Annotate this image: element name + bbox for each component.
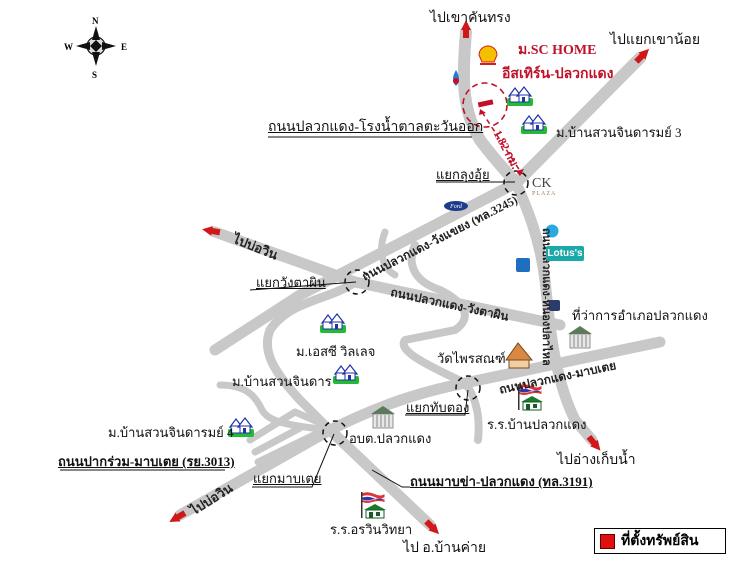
dest-yaek-khao-noi: ไปแยกเขาน้อย [610, 33, 701, 48]
ford-logo-icon [444, 201, 468, 211]
bangkok-bank-icon [549, 300, 560, 311]
landmark-amphoe-office: ที่ว่าการอำเภอปลวกแดง [572, 308, 708, 323]
map-legend: ที่ตั้งทรัพย์สิน [594, 528, 726, 554]
junction-thapthong: แยกทับตอง [406, 400, 470, 415]
project-name: ม.SC HOME [518, 43, 597, 58]
kasikorn-bank-icon [544, 223, 560, 239]
dest-khao-khan-song: ไปเขาคันทรง [430, 11, 511, 26]
compass-rose-icon [76, 26, 116, 66]
legend-label: ที่ตั้งทรัพย์สิน [621, 534, 699, 549]
landmark-suan-jindaram-4: ม.บ้านสวนจินดารมย์ 4 [108, 425, 234, 440]
landmark-wat-phrison: วัดไพรสณฑ์ [437, 351, 506, 366]
lotus-store-logo: Lotus's [546, 246, 584, 261]
road-mapkha-3191: ถนนมาบข่า-ปลวกแดง (ทล.3191) [410, 474, 593, 489]
compass-north: N [92, 16, 99, 26]
road-pakruam-3013: ถนนปากร่วม-มาบเตย (รย.3013) [58, 454, 235, 469]
svg-text:Ford: Ford [449, 204, 463, 210]
ptt-gas-icon [453, 70, 459, 86]
project-subname: อีสเทิร์น-ปลวกแดง [502, 67, 614, 82]
junction-wangtaphin: แยกวังตาผิน [256, 275, 326, 290]
dest-ban-khai: ไป อ.บ้านค่าย [403, 541, 487, 556]
landmark-suan-jindaram: ม.บ้านสวนจินดาร [232, 374, 332, 389]
junction-maptoei: แยกมาบเตย [253, 471, 322, 486]
dest-reservoir: ไปอ่างเก็บน้ำ [557, 453, 636, 468]
junction-lungoi: แยกลุงอุ้ย [436, 167, 490, 182]
landmark-sc-village: ม.เอสซี วิลเลจ [296, 344, 376, 359]
property-location-swatch-icon [600, 533, 615, 549]
road-rongnamtan: ถนนปลวกแดง-โรงน้ำตาลตะวันออก [268, 120, 484, 135]
temple-icon [505, 342, 534, 369]
landmark-obt: อบต.ปลวกแดง [349, 431, 432, 446]
landmark-school-orawin: ร.ร.อรวินวิทยา [330, 522, 413, 537]
compass-west: W [64, 42, 73, 52]
krungthai-bank-icon [516, 258, 530, 272]
landmark-school-pluakdaeng: ร.ร.บ้านปลวกแดง [487, 417, 587, 432]
compass-south: S [92, 70, 98, 80]
compass-east: E [121, 42, 128, 52]
landmark-suan-jindaram-3: ม.บ้านสวนจินดารมย์ 3 [556, 125, 682, 140]
shell-gas-icon [478, 45, 498, 65]
